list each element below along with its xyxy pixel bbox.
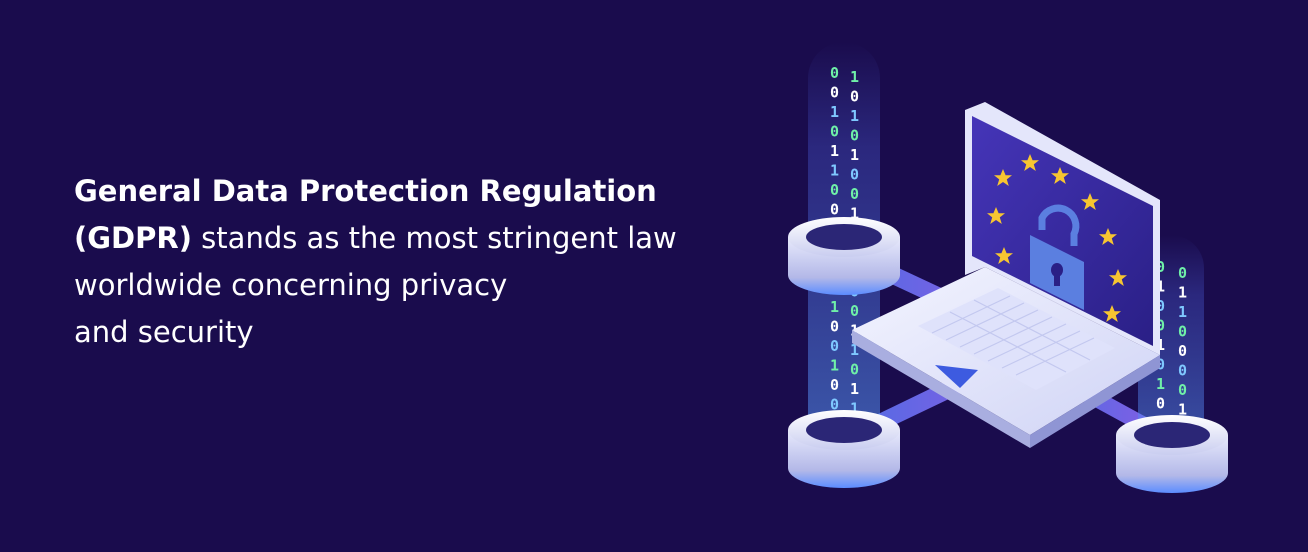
binary-digit: 1	[830, 103, 839, 121]
laptop	[852, 102, 1160, 448]
star-icon	[994, 169, 1012, 186]
binary-digit: 1	[1178, 284, 1187, 302]
binary-digit: 1	[830, 162, 839, 180]
binary-digit: 0	[850, 361, 859, 379]
star-icon	[987, 207, 1005, 224]
network-node-top-left	[788, 217, 900, 295]
binary-digit: 1	[850, 107, 859, 125]
headline-gdpr-abbr: (GDPR)	[74, 221, 192, 255]
binary-digit: 0	[1178, 323, 1187, 341]
binary-digit: 0	[850, 127, 859, 145]
star-icon	[1109, 269, 1127, 286]
binary-digit: 0	[1178, 342, 1187, 360]
binary-digit: 1	[850, 400, 859, 418]
binary-digit: 1	[850, 68, 859, 86]
binary-digit: 0	[1156, 258, 1165, 276]
headline-line-1: General Data Protection Regulation	[74, 174, 657, 208]
binary-digit: 0	[850, 185, 859, 203]
cursor-arrow-icon	[935, 365, 978, 388]
binary-digit: 1	[1178, 303, 1187, 321]
binary-digit: 0	[850, 166, 859, 184]
binary-digit: 0	[830, 181, 839, 199]
laptop-keyboard	[918, 288, 1115, 390]
star-icon	[1021, 154, 1039, 171]
binary-digit: 0	[1156, 297, 1165, 315]
binary-digit: 0	[1156, 395, 1165, 413]
headline-line-3: worldwide concerning privacy	[74, 268, 508, 302]
eu-stars	[987, 154, 1127, 322]
binary-digit: 0	[850, 88, 859, 106]
binary-digit: 1	[830, 142, 839, 160]
binary-digit: 0	[1178, 264, 1187, 282]
binary-digit: 0	[830, 376, 839, 394]
binary-digit: 0	[830, 396, 839, 414]
laptop-screen	[972, 116, 1153, 346]
binary-digit: 0	[1156, 356, 1165, 374]
padlock-icon	[1030, 204, 1084, 310]
binary-digit: 0	[830, 337, 839, 355]
star-icon	[1103, 305, 1121, 322]
binary-digit: 1	[850, 205, 859, 223]
binary-digit: 1	[850, 380, 859, 398]
headline-line-4: and security	[74, 315, 254, 349]
headline: General Data Protection Regulation (GDPR…	[74, 168, 764, 356]
laptop-security-illustration: 0010110010011001001 1010100111000110110 …	[788, 42, 1228, 493]
network-node-right	[1116, 415, 1228, 493]
star-icon	[1081, 193, 1099, 210]
binary-digit: 0	[830, 318, 839, 336]
binary-digit: 1	[830, 357, 839, 375]
binary-digit: 1	[850, 146, 859, 164]
binary-digit: 0	[830, 84, 839, 102]
binary-digit: 0	[830, 201, 839, 219]
binary-digit: 1	[1156, 336, 1165, 354]
binary-digit: 0	[830, 64, 839, 82]
star-icon	[1099, 228, 1117, 245]
binary-digit: 0	[850, 302, 859, 320]
binary-digit: 0	[1178, 362, 1187, 380]
binary-digit: 0	[830, 123, 839, 141]
star-icon	[1051, 167, 1069, 184]
binary-digit: 1	[1156, 278, 1165, 296]
star-icon	[995, 247, 1013, 264]
binary-digit: 1	[1156, 375, 1165, 393]
headline-line-2-rest: stands as the most stringent law	[191, 221, 677, 255]
network-node-bottom-left	[788, 410, 900, 488]
binary-digit: 0	[1178, 381, 1187, 399]
binary-digit: 1	[1178, 401, 1187, 419]
binary-digit: 0	[1156, 317, 1165, 335]
binary-digit: 1	[850, 341, 859, 359]
headline-line-2: (GDPR) stands as the most stringent law	[74, 215, 764, 262]
binary-digit: 1	[830, 298, 839, 316]
